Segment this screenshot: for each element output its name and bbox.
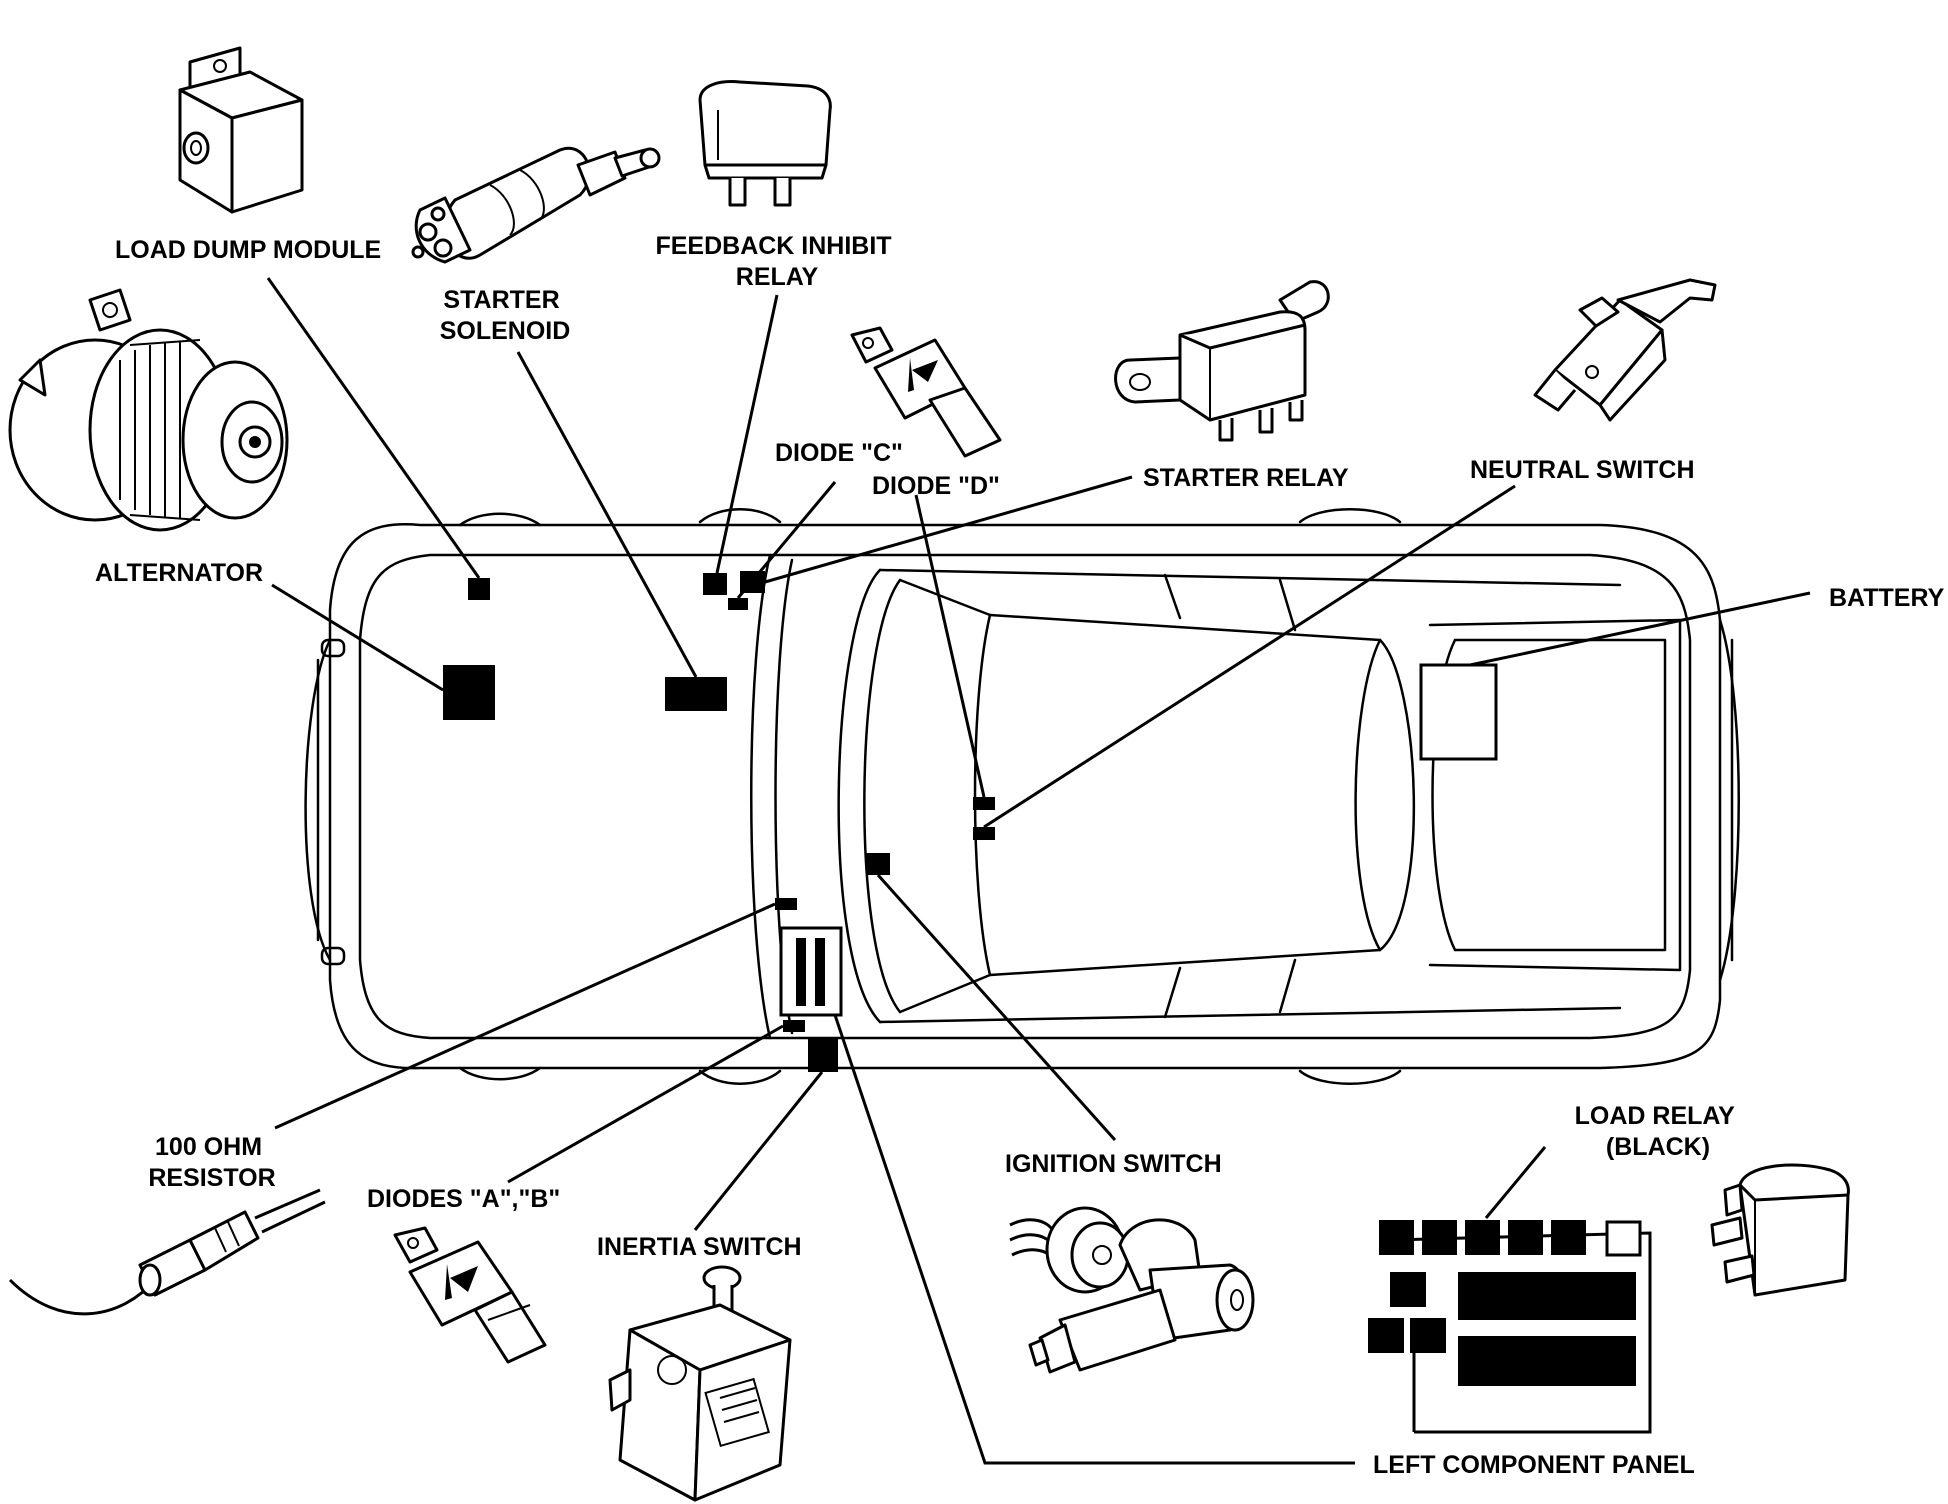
ignition-switch-illustration <box>1009 1206 1255 1374</box>
load-dump-module-illustration <box>178 46 304 214</box>
load-relay-label: LOAD RELAY (BLACK) <box>1575 1102 1742 1161</box>
leader-lines <box>266 277 1811 1465</box>
load-dump-module-label: LOAD DUMP MODULE <box>115 236 381 264</box>
starter-solenoid-marker <box>665 677 727 711</box>
neutral-switch-illustration <box>1533 278 1717 422</box>
battery-marker <box>1419 663 1498 761</box>
diodes-ab-marker <box>783 1020 805 1032</box>
resistor-label: 100 OHM RESISTOR <box>148 1133 275 1192</box>
left-component-panel-label: LEFT COMPONENT PANEL <box>1373 1451 1695 1479</box>
inertia-switch-illustration <box>608 1265 792 1502</box>
resistor-marker <box>775 898 797 910</box>
starter-solenoid-label: STARTER SOLENOID <box>440 286 571 345</box>
labels: LOAD DUMP MODULE STARTER SOLENOID FEEDBA… <box>95 232 1945 1479</box>
diode-c-label: DIODE "C" <box>775 439 903 467</box>
car-outline <box>304 508 1740 1085</box>
neutral-switch-marker <box>973 827 995 840</box>
alternator-label: ALTERNATOR <box>95 559 263 587</box>
ignition-switch-label: IGNITION SWITCH <box>1005 1150 1222 1178</box>
inertia-switch-label: INERTIA SWITCH <box>597 1233 802 1261</box>
starter-relay-label: STARTER RELAY <box>1143 464 1349 492</box>
alternator-illustration <box>8 288 289 532</box>
ignition-switch-marker <box>866 853 890 875</box>
starter-relay-illustration <box>1114 280 1330 442</box>
diode-cd-illustration <box>850 326 1002 458</box>
diodes-ab-illustration <box>393 1226 547 1364</box>
feedback-inhibit-relay-marker <box>703 573 727 595</box>
inertia-switch-marker <box>808 1037 838 1072</box>
neutral-switch-label: NEUTRAL SWITCH <box>1470 456 1695 484</box>
left-component-panel-illustration <box>1368 1220 1652 1434</box>
feedback-inhibit-relay-label: FEEDBACK INHIBIT RELAY <box>655 232 898 291</box>
load-dump-module-marker <box>468 578 490 600</box>
diodes-ab-label: DIODES "A","B" <box>367 1185 560 1213</box>
feedback-inhibit-relay-illustration <box>698 80 832 207</box>
load-relay-illustration <box>1710 1163 1850 1297</box>
component-markers <box>443 571 1498 1072</box>
resistor-illustration <box>8 1188 326 1316</box>
diode-c-marker <box>728 598 748 610</box>
diode-d-label: DIODE "D" <box>872 472 1000 500</box>
battery-label: BATTERY <box>1829 584 1945 612</box>
alternator-marker <box>443 665 495 720</box>
starter-solenoid-illustration <box>411 146 661 264</box>
diode-d-marker <box>973 797 995 810</box>
left-component-panel-marker <box>779 926 843 1017</box>
